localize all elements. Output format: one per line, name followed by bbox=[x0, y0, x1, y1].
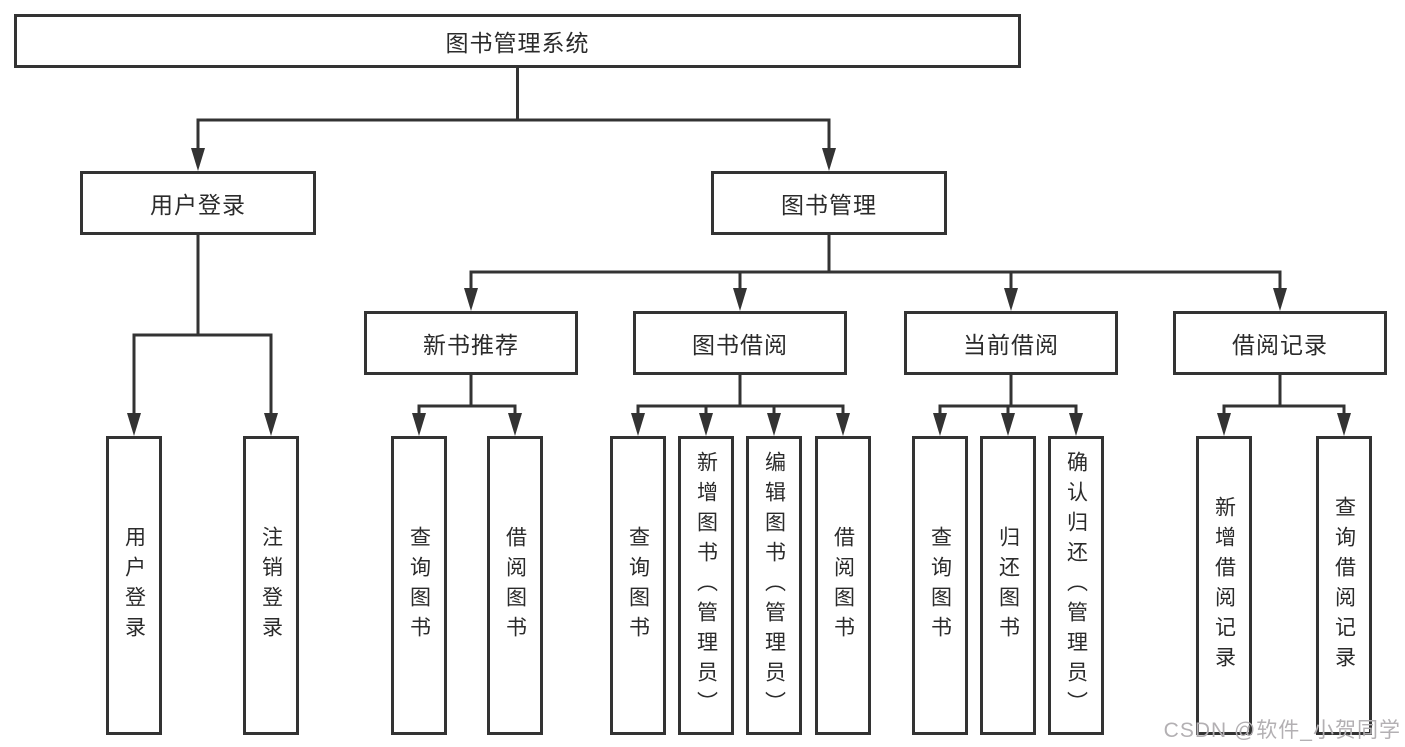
csdn-watermark: CSDN @软件_小贺同学 bbox=[1163, 719, 1401, 742]
leaf-current-return: 归还图书 bbox=[980, 436, 1036, 735]
node-book-mgmt: 图书管理 bbox=[711, 171, 947, 235]
leaf-borrow-edit-admin: 编辑图书（管理员） bbox=[746, 436, 802, 735]
connector-book-mgmt bbox=[469, 235, 1282, 290]
node-current-borrow: 当前借阅 bbox=[904, 311, 1118, 375]
leaf-user-login: 用户登录 bbox=[106, 436, 162, 735]
leaf-record-query: 查询借阅记录 bbox=[1316, 436, 1372, 735]
leaf-logout: 注销登录 bbox=[243, 436, 299, 735]
leaf-label: 查询图书 bbox=[407, 525, 431, 646]
node-new-book-recommend: 新书推荐 bbox=[364, 311, 578, 375]
node-borrow-records: 借阅记录 bbox=[1173, 311, 1387, 375]
connector-new-book bbox=[417, 375, 517, 415]
leaf-label: 借阅图书 bbox=[503, 525, 527, 646]
leaf-label: 查询图书 bbox=[928, 525, 952, 646]
leaf-label: 新增借阅记录 bbox=[1212, 495, 1236, 676]
connector-user-login bbox=[132, 235, 273, 415]
leaf-newbook-query: 查询图书 bbox=[391, 436, 447, 735]
node-book-borrow: 图书借阅 bbox=[633, 311, 847, 375]
leaf-current-confirm-admin: 确认归还（管理员） bbox=[1048, 436, 1104, 735]
leaf-borrow-add-admin: 新增图书（管理员） bbox=[678, 436, 734, 735]
leaf-label: 确认归还（管理员） bbox=[1064, 450, 1088, 721]
node-user-login: 用户登录 bbox=[80, 171, 316, 235]
arrowheads bbox=[127, 148, 1351, 436]
node-root: 图书管理系统 bbox=[14, 14, 1021, 68]
leaf-label: 用户登录 bbox=[122, 525, 146, 646]
connector-current bbox=[938, 375, 1078, 415]
leaf-borrow-borrow: 借阅图书 bbox=[815, 436, 871, 735]
connector-borrow bbox=[636, 375, 845, 415]
leaf-label: 编辑图书（管理员） bbox=[762, 450, 786, 721]
connector-records bbox=[1222, 375, 1346, 415]
leaf-newbook-borrow: 借阅图书 bbox=[487, 436, 543, 735]
leaf-label: 归还图书 bbox=[996, 525, 1020, 646]
leaf-label: 查询借阅记录 bbox=[1332, 495, 1356, 676]
leaf-borrow-query: 查询图书 bbox=[610, 436, 666, 735]
connector-root bbox=[196, 68, 831, 150]
leaf-label: 注销登录 bbox=[259, 525, 283, 646]
leaf-label: 新增图书（管理员） bbox=[694, 450, 718, 721]
leaf-record-add: 新增借阅记录 bbox=[1196, 436, 1252, 735]
leaf-label: 查询图书 bbox=[626, 525, 650, 646]
leaf-current-query: 查询图书 bbox=[912, 436, 968, 735]
leaf-label: 借阅图书 bbox=[831, 525, 855, 646]
